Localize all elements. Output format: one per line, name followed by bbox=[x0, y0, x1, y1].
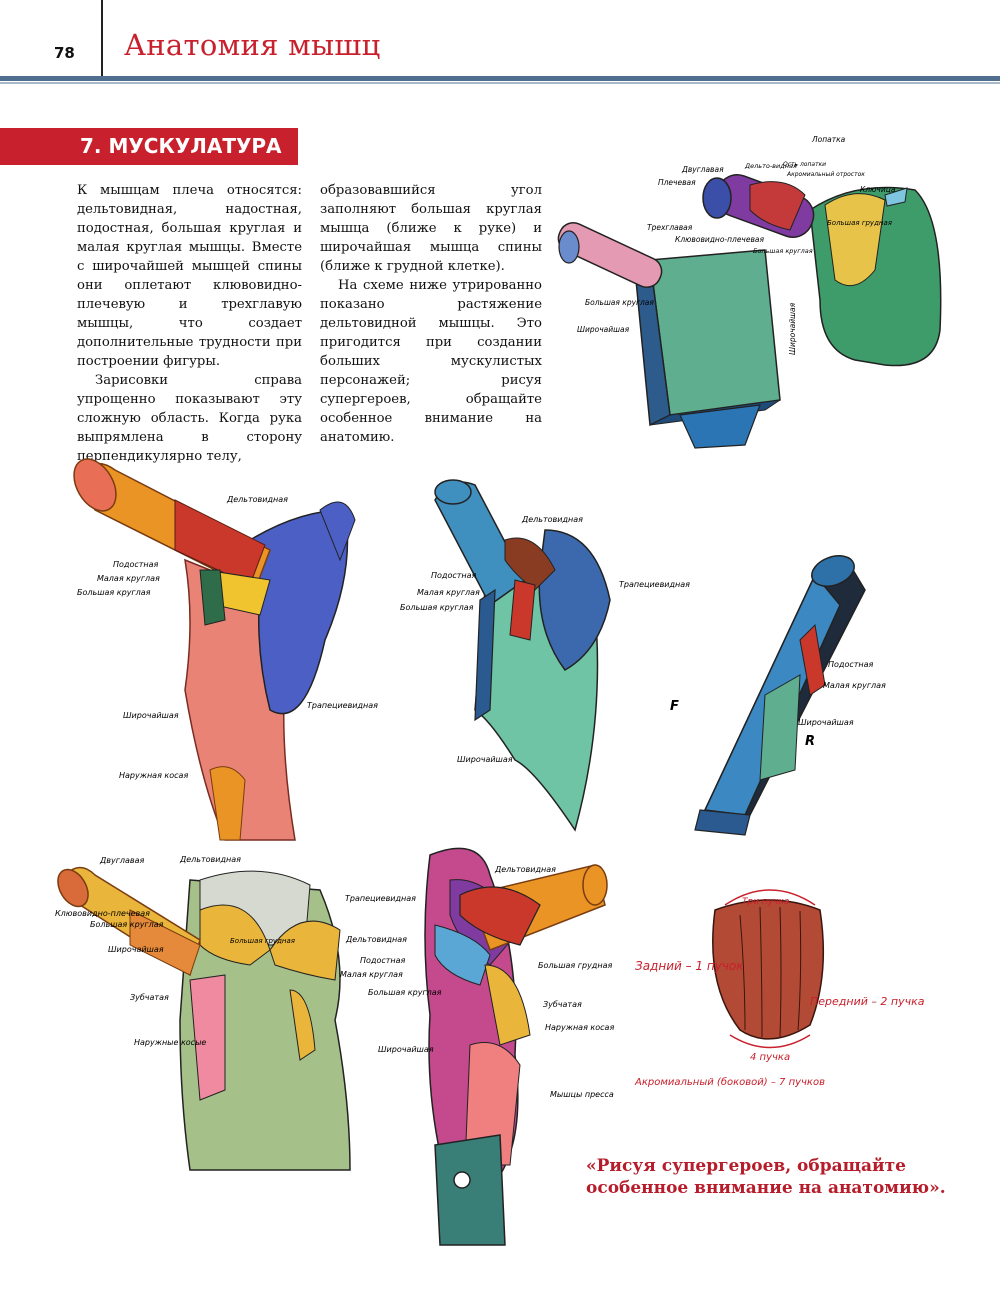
letter-r: R bbox=[805, 734, 815, 749]
label-teres-major: Большая круглая bbox=[753, 247, 813, 255]
label-pectoral: Большая грудная bbox=[230, 937, 295, 945]
label-serratus: Зубчатая bbox=[130, 993, 169, 1002]
section-banner bbox=[0, 128, 298, 165]
label-latissimus: Широчайшая bbox=[378, 1045, 434, 1054]
label-deltoid: Дельтовидная bbox=[521, 515, 583, 524]
label-teres-minor: Малая круглая bbox=[340, 970, 403, 979]
label-deltoid-2: Дельтовидная bbox=[345, 935, 407, 944]
figure-back-view: Дельтовидная Подостная Малая круглая Бол… bbox=[73, 458, 378, 841]
text-column-2: образовавшийся угол заполняют большая кр… bbox=[320, 181, 542, 447]
label-latissimus: Широчайшая bbox=[577, 325, 630, 334]
label-teres-minor: Малая круглая bbox=[823, 681, 886, 690]
paragraph: Зарисовки справа упрощенно показывают эт… bbox=[77, 373, 302, 464]
label-teres-major: Большая круглая bbox=[400, 603, 474, 612]
page-number: 78 bbox=[54, 44, 75, 62]
figure-side-view: Дельтовидная Трапециевидная Дельтовидная… bbox=[340, 847, 614, 1246]
label-biceps: Двуглавая bbox=[681, 165, 724, 174]
label-teres-major-2: Большая круглая bbox=[585, 298, 654, 307]
label-spine: Ость лопатки bbox=[783, 161, 826, 168]
label-oblique: Наружная косая bbox=[119, 771, 188, 780]
label-infraspinatus: Подостная bbox=[431, 571, 477, 580]
letter-f: F bbox=[670, 699, 679, 714]
figure-deltoid-heads: Три пучка Задний – 1 пучок Передний – 2 … bbox=[634, 889, 925, 1088]
label-oblique: Наружная косая bbox=[545, 1023, 614, 1032]
label-three-heads: Три пучка bbox=[742, 897, 789, 907]
label-trapezius: Трапециевидная bbox=[307, 701, 378, 710]
label-latissimus-2: Широчайшая bbox=[788, 302, 797, 355]
label-latissimus: Широчайшая bbox=[123, 711, 179, 720]
label-trapezius: Трапециевидная bbox=[619, 580, 690, 589]
paragraph: образовавшийся угол заполняют большая кр… bbox=[320, 183, 542, 274]
label-coraco: Клювовидно-плечевая bbox=[55, 909, 150, 918]
label-deltoid: Дельтовидная bbox=[494, 865, 556, 874]
label-teres-minor: Малая круглая bbox=[97, 574, 160, 583]
figure-shoulder-schematic: Лопатка Ключица Двуглавая Плечевая Дельт… bbox=[555, 130, 945, 449]
figure-front-view: Двуглавая Дельтовидная Клювовидно-плечев… bbox=[55, 855, 351, 1171]
label-coraco: Клювовидно-плечевая bbox=[675, 235, 764, 244]
label-teres-major: Большая круглая bbox=[90, 920, 164, 929]
paragraph: На схеме ниже утрированно показано растя… bbox=[320, 278, 542, 445]
label-pectoral: Большая грудная bbox=[827, 219, 892, 227]
label-latissimus: Широчайшая bbox=[457, 755, 513, 764]
figure-arm-block: Подостная Малая круглая Широчайшая F R bbox=[670, 555, 886, 836]
label-trapezius: Трапециевидная bbox=[345, 894, 416, 903]
label-four-heads: 4 пучка bbox=[750, 1052, 790, 1063]
paragraph: К мышцам плеча относятся: дельтовидная, … bbox=[77, 183, 302, 369]
label-deltoid: Дельтовидная bbox=[226, 495, 288, 504]
header-rule-thin bbox=[0, 82, 1000, 84]
label-posterior: Задний – 1 пучок bbox=[635, 959, 744, 973]
label-latissimus: Широчайшая bbox=[108, 945, 164, 954]
label-biceps: Двуглавая bbox=[99, 856, 145, 865]
label-acromial: Акромиальный (боковой) – 7 пучков bbox=[634, 1076, 825, 1088]
label-infraspinatus: Подостная bbox=[113, 560, 159, 569]
label-infraspinatus: Подостная bbox=[828, 660, 874, 669]
header-rule bbox=[0, 76, 1000, 81]
label-teres-major: Большая круглая bbox=[77, 588, 151, 597]
page-title: Анатомия мышц bbox=[124, 28, 381, 62]
label-clavicle: Ключица bbox=[860, 185, 896, 194]
label-humerus: Плечевая bbox=[658, 178, 696, 187]
label-scapula: Лопатка bbox=[811, 135, 846, 144]
label-teres-minor: Малая круглая bbox=[417, 588, 480, 597]
label-latissimus: Широчайшая bbox=[798, 718, 854, 727]
label-infraspinatus: Подостная bbox=[360, 956, 406, 965]
label-abs: Мышцы пресса bbox=[550, 1090, 614, 1099]
label-anterior: Передний – 2 пучка bbox=[810, 995, 925, 1008]
pull-quote: «Рисуя супергероев, обращайте особенное … bbox=[586, 1156, 946, 1198]
section-title: 7. МУСКУЛАТУРА bbox=[80, 134, 282, 158]
header-divider bbox=[101, 0, 103, 78]
label-obliques: Наружные косые bbox=[134, 1038, 206, 1047]
text-column-1: К мышцам плеча относятся: дельтовидная, … bbox=[77, 181, 302, 466]
label-serratus: Зубчатая bbox=[543, 1000, 582, 1009]
label-acromion: Акромиальный отросток bbox=[786, 171, 865, 178]
label-teres-major: Большая круглая bbox=[368, 988, 442, 997]
label-pectoral: Большая грудная bbox=[538, 961, 612, 970]
figure-back-view-blue: Дельтовидная Подостная Малая круглая Бол… bbox=[400, 479, 690, 832]
label-triceps: Трехглавая bbox=[647, 223, 693, 232]
label-deltoid: Дельтовидная bbox=[179, 855, 241, 864]
label-deltoid: Дельто-видная bbox=[744, 162, 797, 170]
